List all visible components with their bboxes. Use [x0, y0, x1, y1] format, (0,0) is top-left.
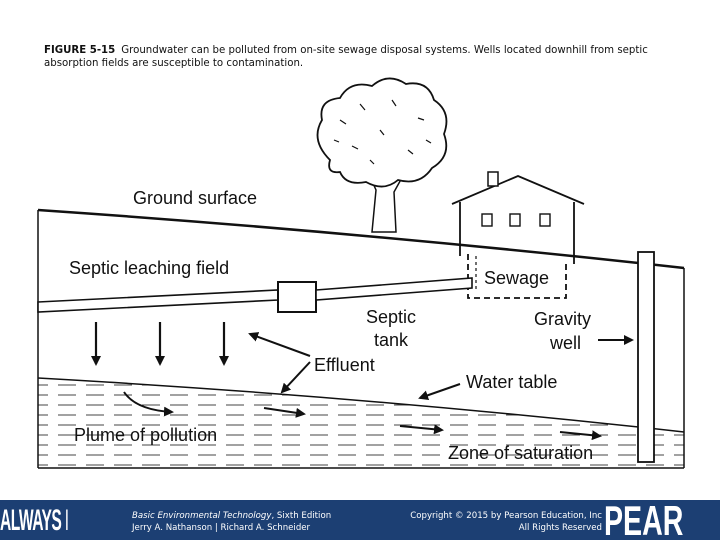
groundwater-flow-arrow — [559, 430, 602, 441]
sewer-pipe — [315, 277, 473, 301]
copyright-text: Copyright © 2015 by Pearson Education, I… — [410, 511, 602, 521]
zone-of-saturation-label: Zone of saturation — [448, 443, 593, 463]
plume-arrow — [123, 391, 174, 417]
leaching-pipe — [37, 289, 279, 313]
ground-surface-line — [37, 208, 685, 270]
copyright-notice: Copyright © 2015 by Pearson Education, I… — [390, 510, 602, 534]
septic-tank-label-line1: Septic — [366, 307, 416, 327]
basement-outline — [467, 254, 567, 299]
caption-text: Groundwater can be polluted from on-site… — [44, 45, 648, 69]
water-table-pointer-arrow — [418, 383, 461, 401]
plume-of-pollution-label: Plume of pollution — [74, 425, 217, 445]
book-title: Basic Environmental Technology — [132, 511, 272, 521]
septic-leaching-field-label: Septic leaching field — [69, 258, 229, 278]
effluent-label: Effluent — [314, 355, 375, 375]
groundwater-pollution-diagram: Ground surface Septic leaching field Sew… — [37, 77, 685, 469]
septic-tank — [277, 281, 317, 313]
effluent-pointer-arrow — [248, 332, 311, 357]
always-learning-logo: ALWAYS LEARNING — [0, 504, 68, 537]
rights-text: All Rights Reserved — [518, 523, 602, 533]
saturated-zone — [38, 378, 684, 468]
house-icon — [451, 171, 585, 299]
water-table-line — [37, 377, 685, 433]
groundwater-flow-arrow — [399, 424, 444, 435]
figure-number: FIGURE 5-15 — [44, 45, 116, 56]
ground-surface-label: Ground surface — [133, 188, 257, 208]
pearson-logo: PEARSON — [604, 500, 683, 540]
gravity-well-icon — [637, 251, 655, 463]
gravity-well-label-line1: Gravity — [534, 309, 591, 329]
gravity-well-label-line2: well — [549, 333, 581, 353]
tree-icon — [316, 77, 448, 233]
water-table-label: Water table — [466, 372, 557, 392]
book-info: Basic Environmental Technology, Sixth Ed… — [132, 510, 331, 534]
effluent-pointer-arrow — [280, 361, 311, 394]
book-authors: Jerry A. Nathanson | Richard A. Schneide… — [132, 523, 311, 533]
book-edition: , Sixth Edition — [271, 511, 332, 521]
plume-arrow — [263, 407, 306, 418]
sewage-label: Sewage — [484, 268, 549, 288]
footer-bar — [0, 500, 720, 540]
septic-tank-label-line2: tank — [374, 330, 409, 350]
